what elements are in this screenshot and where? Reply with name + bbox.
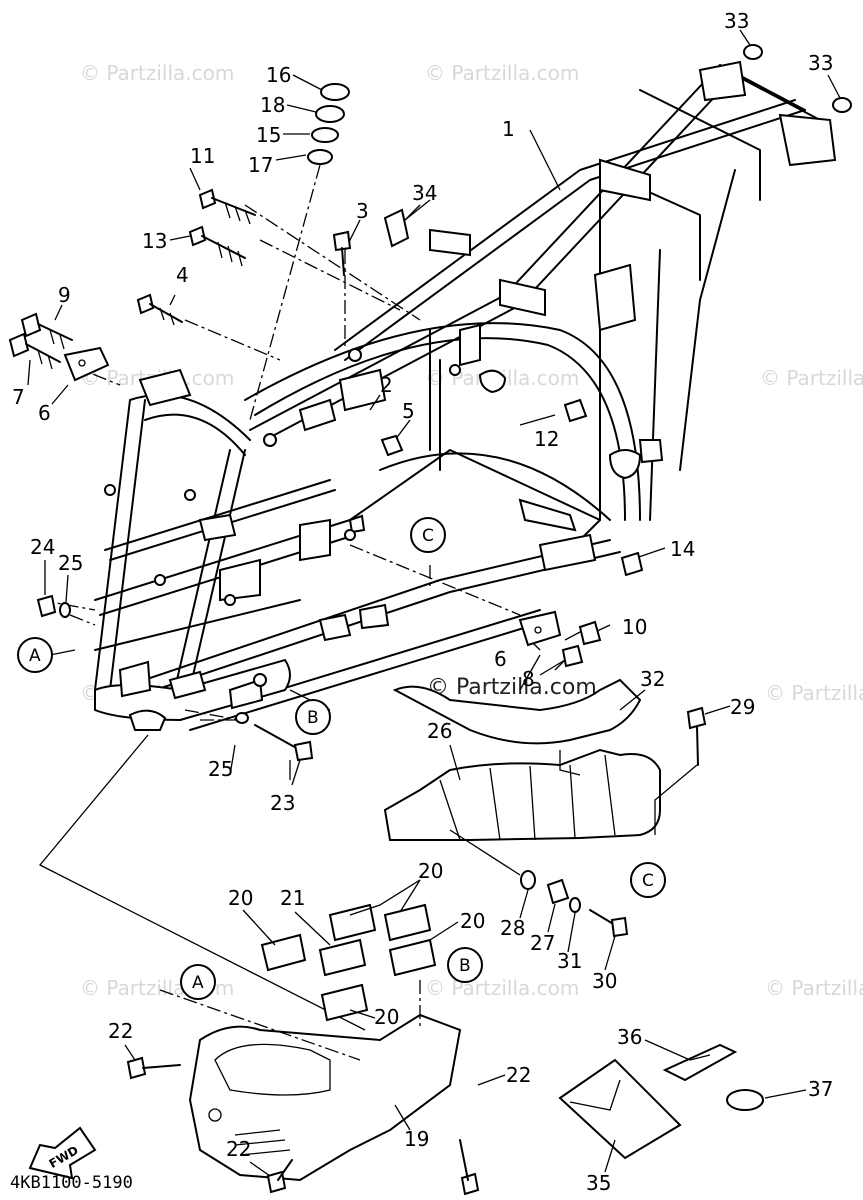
reference-markers: A B C C A B [17, 517, 666, 1000]
callout-13: 13 [142, 229, 167, 253]
accessories [558, 1043, 764, 1160]
ref-a-label: A [192, 973, 204, 993]
callout-24: 24 [30, 535, 55, 559]
watermark: © Partzilla.com [425, 976, 579, 1000]
ref-a-circle [180, 964, 216, 1000]
callout-5: 5 [402, 399, 415, 423]
ref-c-circle [630, 862, 666, 898]
skid-plate [126, 903, 480, 1196]
callout-34: 34 [412, 181, 437, 205]
callout-28: 28 [500, 916, 525, 940]
callout-21: 21 [280, 886, 305, 910]
callout-30: 30 [592, 969, 617, 993]
watermark: © Partzilla.com [765, 681, 863, 705]
callout-20: 20 [418, 859, 443, 883]
callout-29: 29 [730, 695, 755, 719]
callout-1: 1 [502, 117, 515, 141]
callout-8: 8 [522, 667, 535, 691]
callout-14: 14 [670, 537, 695, 561]
ref-b-label: B [307, 708, 319, 728]
ref-c-label: C [422, 526, 434, 546]
callout-15: 15 [256, 123, 281, 147]
callout-25: 25 [58, 551, 83, 575]
callout-22: 22 [506, 1063, 531, 1087]
callout-33: 33 [724, 9, 749, 33]
callout-10: 10 [622, 615, 647, 639]
diagram-code: 4KB1100-5190 [10, 1173, 133, 1193]
watermark: © Partzilla.com [80, 61, 234, 85]
callout-9: 9 [58, 283, 71, 307]
ref-b-label: B [459, 956, 471, 976]
callout-7: 7 [12, 385, 25, 409]
callout-4: 4 [176, 263, 189, 287]
ref-a-circle [17, 637, 53, 673]
callout-20: 20 [460, 909, 485, 933]
callout-20: 20 [228, 886, 253, 910]
callout-18: 18 [260, 93, 285, 117]
callout-31: 31 [557, 949, 582, 973]
callout-33: 33 [808, 51, 833, 75]
watermark: © Partzilla.com [760, 366, 863, 390]
callout-25: 25 [208, 757, 233, 781]
callout-20: 20 [374, 1005, 399, 1029]
callout-27: 27 [530, 931, 555, 955]
callout-2: 2 [380, 373, 393, 397]
watermarks: © Partzilla.com © Partzilla.com © Partzi… [80, 61, 863, 1000]
callout-6: 6 [494, 647, 507, 671]
callout-16: 16 [266, 63, 291, 87]
ref-a-label: A [29, 646, 41, 666]
callout-12: 12 [534, 427, 559, 451]
callout-35: 35 [586, 1171, 611, 1195]
leader-lines [38, 129, 666, 1031]
fasteners-upper [8, 44, 852, 762]
callout-36: 36 [617, 1025, 642, 1049]
callout-22: 22 [108, 1019, 133, 1043]
callout-leaders [27, 29, 841, 1177]
callouts: 1 2 3 4 5 6 6 7 8 9 10 11 12 13 14 15 16… [12, 9, 833, 1195]
callout-6: 6 [38, 401, 51, 425]
callout-22: 22 [226, 1137, 251, 1161]
watermark: © Partzilla.com [765, 976, 863, 1000]
ref-c-circle [410, 517, 446, 553]
callout-11: 11 [190, 144, 215, 168]
ref-b-circle [295, 699, 331, 735]
main-frame [94, 60, 837, 731]
ref-c-label: C [642, 871, 654, 891]
callout-17: 17 [248, 153, 273, 177]
callout-23: 23 [270, 791, 295, 815]
callout-37: 37 [808, 1077, 833, 1101]
callout-26: 26 [427, 719, 452, 743]
callout-3: 3 [356, 199, 369, 223]
heat-guard [383, 678, 707, 938]
fwd-arrow-icon: FWD [28, 1126, 97, 1180]
ref-b-circle [447, 947, 483, 983]
watermark-main: © Partzilla.com [427, 675, 597, 700]
callout-32: 32 [640, 667, 665, 691]
callout-19: 19 [404, 1127, 429, 1151]
watermark: © Partzilla.com [425, 61, 579, 85]
